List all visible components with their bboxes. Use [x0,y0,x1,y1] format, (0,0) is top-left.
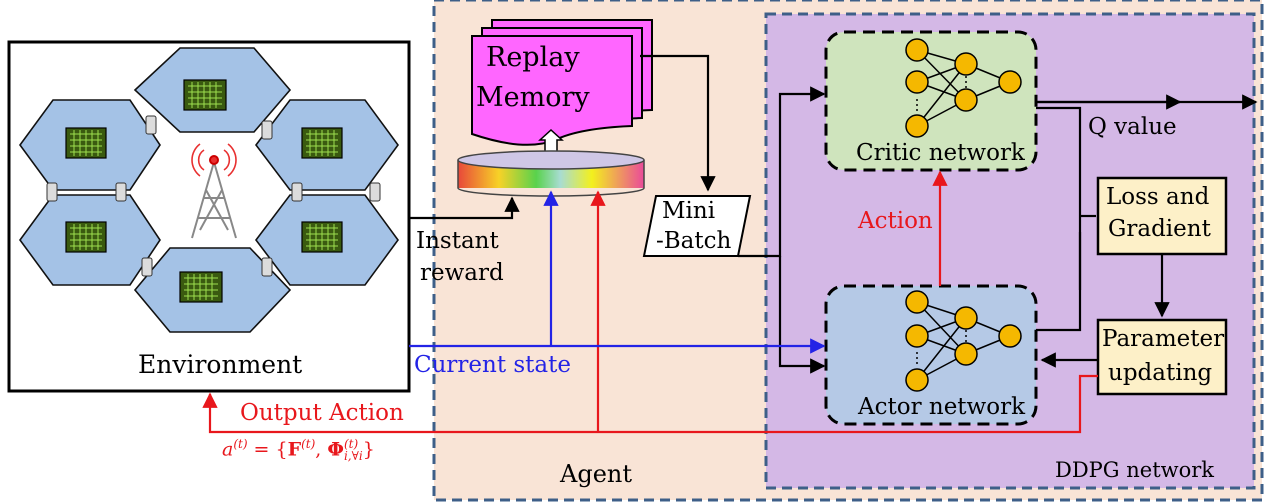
output-action-label: Output Action [240,400,404,426]
replay-memory-line2: Memory [476,82,590,113]
instant-reward-line2: reward [420,260,504,286]
ddpg-label: DDPG network [1055,458,1215,482]
environment-label: Environment [138,350,303,379]
formula-sub: i,∀i [343,449,363,464]
loss-gradient-line1: Loss and [1106,184,1210,210]
formula-comma: , [315,438,328,461]
replay-memory-line1: Replay [486,42,580,73]
actor-network-label: Actor network [858,394,1026,420]
critic-network-label: Critic network [856,140,1025,166]
loss-gradient-line2: Gradient [1108,216,1211,242]
action-label: Action [858,208,933,234]
critic-nn-icon [905,38,1022,138]
formula-Phi: Φ [327,438,344,461]
blue-connectors [409,190,826,354]
base-station-tower-icon [191,143,237,239]
red-connectors [202,170,1098,434]
formula-a: a [222,438,234,461]
instant-reward-line1: Instant [416,228,499,254]
parameter-updating-box [1096,318,1228,396]
q-value-label: Q value [1088,114,1177,140]
mini-batch-line1: Mini [662,198,716,224]
mini-batch-line2: -Batch [656,228,732,254]
hollow-up-arrow-icon [538,128,564,153]
formula-t3: (t) [343,437,359,452]
parameter-updating-line1: Parameter [1102,326,1225,352]
parameter-updating-line2: updating [1108,360,1213,386]
buffer-cylinder-icon [457,150,645,197]
formula-t2: (t) [301,437,316,451]
formula-close: } [362,438,375,461]
formula-F: F [287,438,302,461]
action-formula: a(t) = {F(t), Φ(t)i,∀i} [222,438,375,462]
current-state-label: Current state [414,352,571,378]
agent-label: Agent [560,460,632,488]
user-devices [46,115,381,277]
replay-memory-icon [471,19,653,146]
actor-nn-icon [905,290,1022,392]
loss-gradient-box [1096,176,1228,256]
formula-eq: = { [247,438,288,461]
formula-t1: (t) [233,437,248,451]
actor-box [824,284,1038,426]
